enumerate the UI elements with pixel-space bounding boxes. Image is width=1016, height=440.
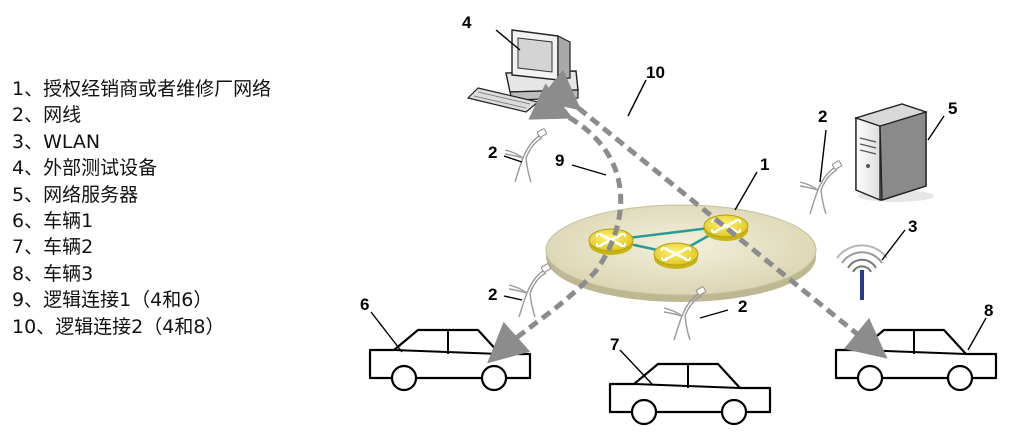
callout-3: 3 — [908, 217, 917, 236]
callout-2: 2 — [488, 285, 497, 304]
cable-icon — [505, 128, 547, 182]
wlan-antenna-icon — [837, 245, 887, 300]
callout-5: 5 — [948, 99, 957, 118]
callout-7: 7 — [610, 335, 619, 354]
callout-9: 9 — [555, 151, 564, 170]
callout-2: 2 — [818, 107, 827, 126]
router-icon — [704, 215, 748, 241]
cable-icon — [509, 263, 551, 317]
vehicle-2-icon — [610, 364, 770, 424]
external-test-device-icon — [468, 30, 578, 112]
vehicle-1-icon — [370, 330, 530, 390]
callout-2: 2 — [488, 143, 497, 162]
callout-6: 6 — [360, 295, 369, 314]
callout-2: 2 — [738, 297, 747, 316]
vehicle-3-icon — [836, 330, 996, 390]
router-icon — [654, 243, 698, 269]
callout-4: 4 — [462, 13, 472, 32]
callout-8: 8 — [984, 301, 993, 320]
network-server-icon — [856, 104, 934, 202]
callout-1: 1 — [760, 155, 769, 174]
callout-10: 10 — [646, 63, 665, 82]
